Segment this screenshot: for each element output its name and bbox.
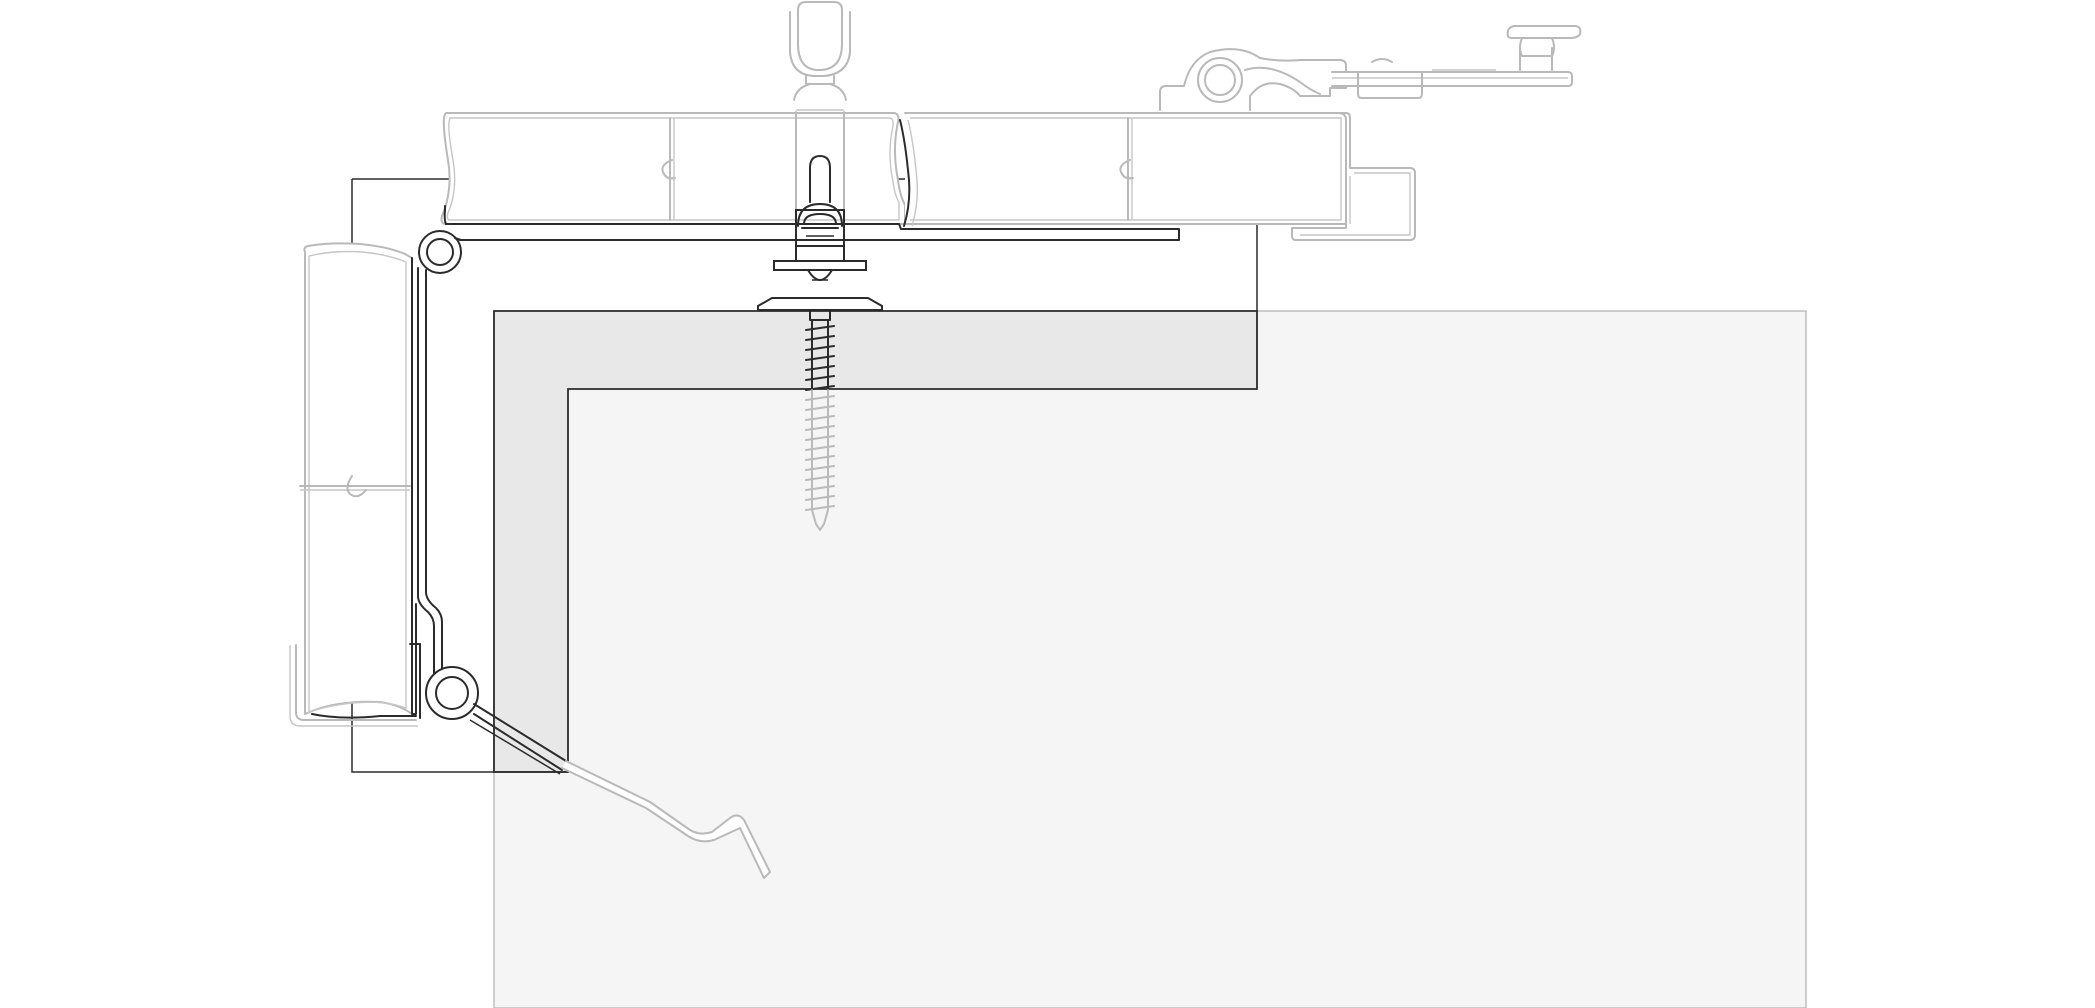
top-slat-profile bbox=[440, 112, 1416, 241]
upper-pivot-roller bbox=[418, 230, 462, 274]
left-guide-rail bbox=[311, 257, 443, 719]
screw-bracket bbox=[757, 155, 883, 311]
support-arm-ghost bbox=[561, 760, 771, 879]
top-guide-rail bbox=[443, 119, 1180, 241]
window-hinge-ghost bbox=[1159, 25, 1582, 111]
top-bracket-ghost bbox=[789, 1, 851, 217]
wall-block bbox=[493, 310, 1807, 1008]
left-slat-profile bbox=[289, 242, 418, 727]
lower-pivot-roller bbox=[425, 666, 567, 775]
screw-thread bbox=[805, 309, 835, 531]
